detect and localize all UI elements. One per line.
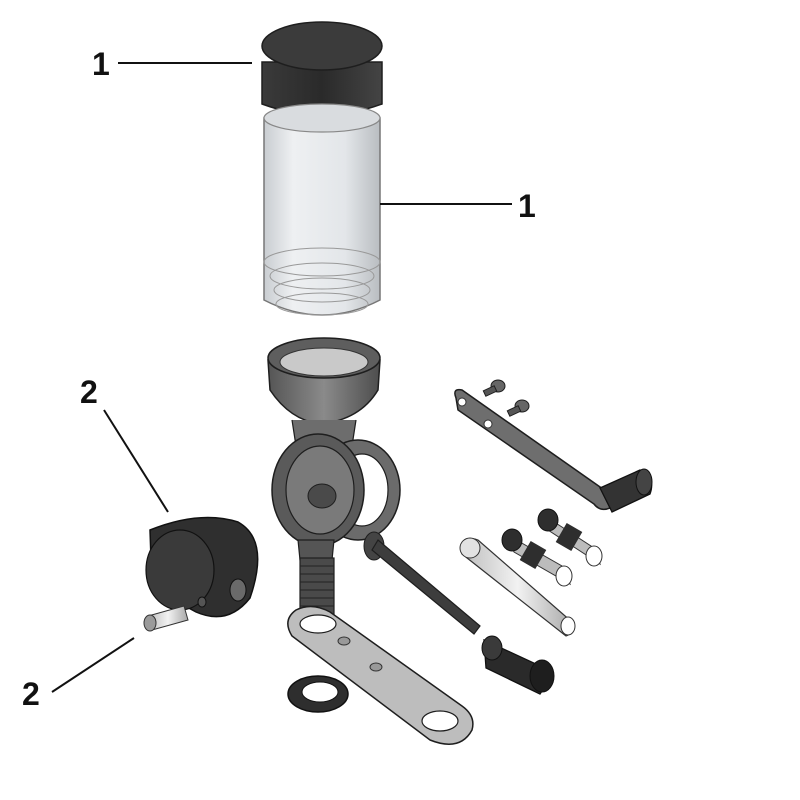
drop-tube [459,537,576,637]
callout-label-rotor: 2 [80,374,98,410]
callout-label-pin: 2 [22,676,40,712]
callout-label-tube: 1 [518,188,536,224]
callout-label-cap: 1 [92,46,110,82]
leader-line-2-pin [51,637,135,693]
drum-pin [143,605,189,632]
powder-reservoir-tube [263,103,381,316]
drum-rotor [145,516,259,618]
bushings [501,508,603,587]
reservoir-cap [261,21,383,116]
knurled-adapter [481,635,555,695]
leader-lines [51,62,512,693]
reservoir-collar [267,337,381,447]
long-bolt [363,531,481,635]
mounting-bracket [287,605,474,745]
crank-handle [454,388,653,513]
handle-screws [482,379,530,417]
measure-body [271,433,401,561]
leader-line-2-rotor [103,409,169,513]
lock-ring [287,675,349,713]
